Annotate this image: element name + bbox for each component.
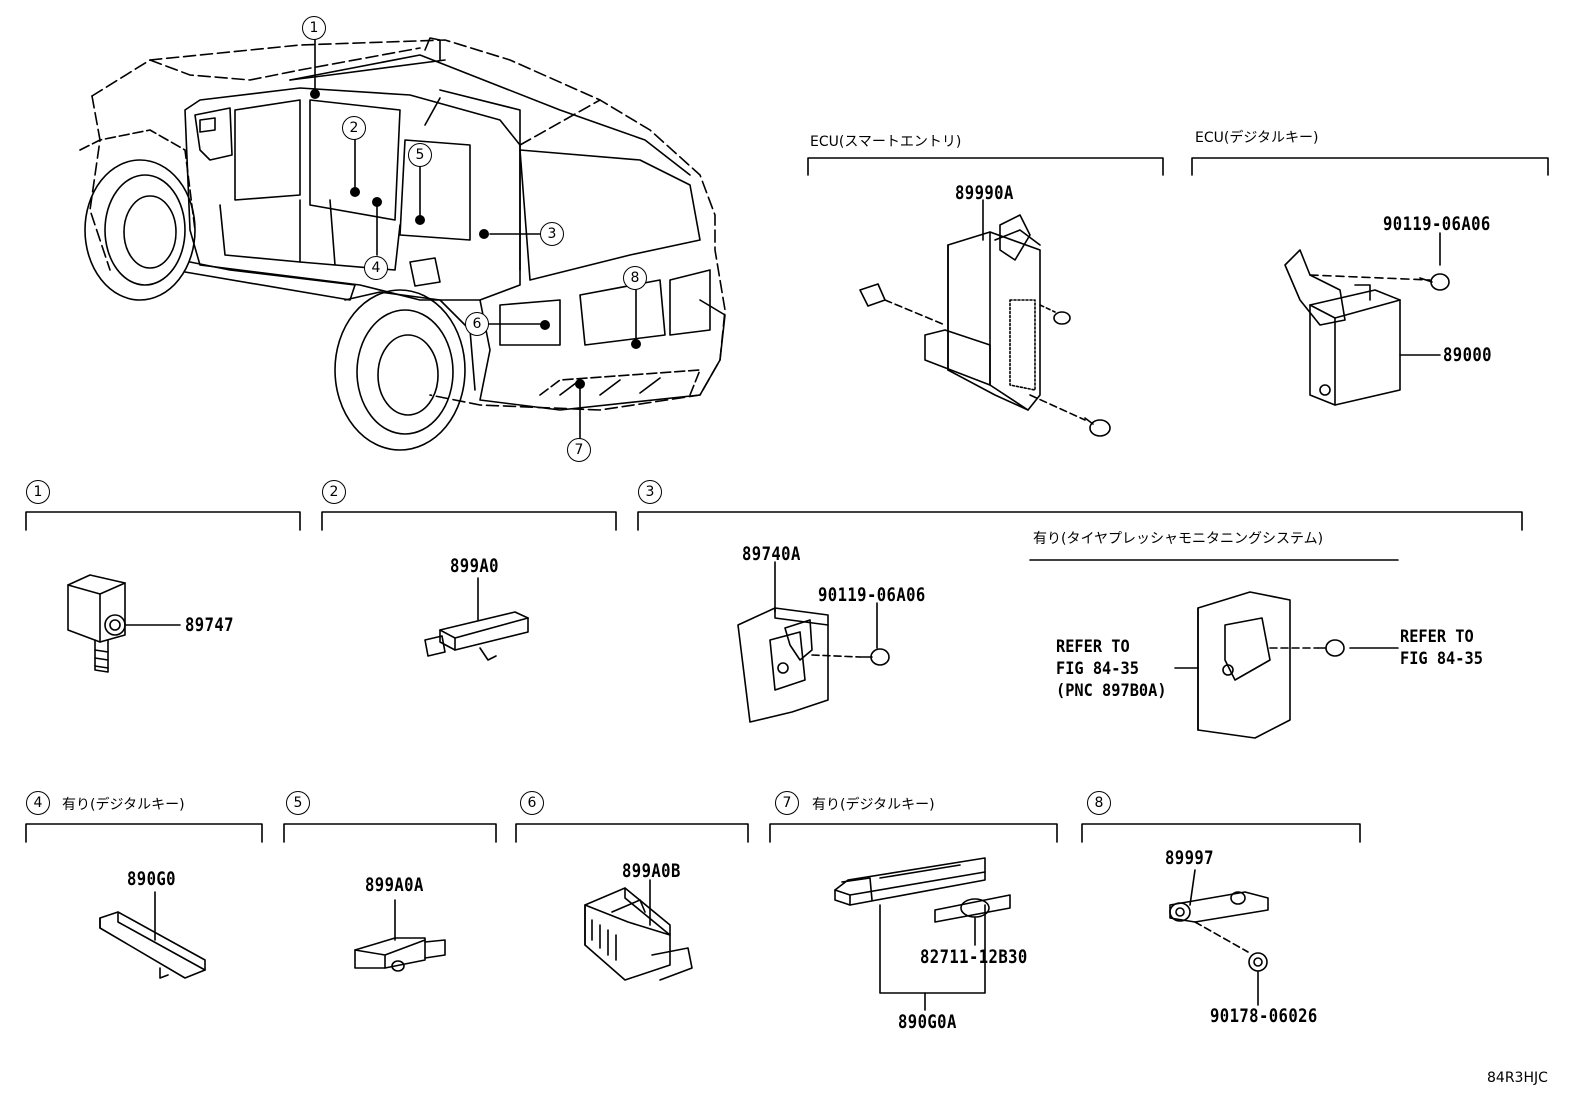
section-3-number: 3 [638, 480, 662, 504]
refer-left-line-3: (PNC 897B0A) [1056, 681, 1167, 701]
vehicle-callout-3: 3 [540, 222, 564, 246]
refer-left-line-1: REFER TO [1056, 637, 1130, 657]
nut-90178-06026-label: 90178-06026 [1210, 1005, 1318, 1027]
part-899A0B-label: 899A0B [622, 860, 681, 882]
section-4-title: 有り(デジタルキー) [62, 797, 185, 813]
section-6-number: 6 [520, 791, 544, 815]
section-4-number: 4 [26, 791, 50, 815]
section-7-number: 7 [775, 791, 799, 815]
part-89997-label: 89997 [1165, 847, 1214, 869]
refer-left-note: REFER TO FIG 84-35 (PNC 897B0A) [1056, 636, 1167, 702]
refer-right-line-2: FIG 84-35 [1400, 649, 1483, 669]
section-2-number: 2 [322, 480, 346, 504]
vehicle-callout-8: 8 [623, 266, 647, 290]
vehicle-callout-4: 4 [364, 256, 388, 280]
section-8-number: 8 [1087, 791, 1111, 815]
vehicle-callout-2: 2 [342, 116, 366, 140]
vehicle-callout-7: 7 [567, 438, 591, 462]
vehicle-callout-6: 6 [465, 312, 489, 336]
part-899A0-drawing [424, 577, 529, 661]
part-899A0-label: 899A0 [450, 555, 499, 577]
part-89747-drawing [67, 574, 181, 673]
part-82711-12B30-label: 82711-12B30 [920, 946, 1028, 968]
part-899A0A-drawing [354, 899, 446, 972]
refer-right-note: REFER TO FIG 84-35 [1400, 626, 1483, 670]
part-89997-drawing [1169, 869, 1269, 1006]
tpms-receiver-drawing [1174, 591, 1399, 739]
section-5-number: 5 [286, 791, 310, 815]
part-890G0-label: 890G0 [127, 868, 176, 890]
vehicle-illustration [79, 37, 726, 451]
part-890G0A-label: 890G0A [898, 1011, 957, 1033]
section-1-number: 1 [26, 480, 50, 504]
ecu-digital-key-bracket-line [1191, 157, 1549, 356]
section-7-title: 有り(デジタルキー) [812, 797, 935, 813]
part-890G0-drawing [99, 891, 206, 979]
part-89740A-label: 89740A [742, 543, 801, 565]
part-89747-label: 89747 [185, 614, 234, 636]
vehicle-callout-5: 5 [408, 143, 432, 167]
part-89000-label: 89000 [1443, 344, 1492, 366]
ecu-smart-entry-title: ECU(スマートエントリ) [810, 134, 962, 150]
diagram-code: 84R3HJC [1487, 1070, 1548, 1086]
ecu-digital-key-title: ECU(デジタルキー) [1195, 130, 1319, 146]
bolt-90119-06A06-label: 90119-06A06 [818, 584, 926, 606]
refer-right-line-1: REFER TO [1400, 627, 1474, 647]
refer-left-line-2: FIG 84-35 [1056, 659, 1139, 679]
tpms-option-title: 有り(タイヤプレッシャモニタニングシステム) [1033, 531, 1324, 547]
vehicle-sensor-dots [310, 89, 641, 389]
vehicle-callout-1: 1 [302, 16, 326, 40]
part-89740A-drawing [737, 561, 890, 723]
part-890G0A-drawing [834, 857, 1011, 1011]
ecu-smart-entry-drawing [859, 214, 1111, 437]
section-brackets [25, 511, 1523, 843]
part-899A0B-drawing [584, 879, 693, 981]
bolt-90119-06A06-ecu-label: 90119-06A06 [1383, 213, 1491, 235]
part-89990A-label: 89990A [955, 182, 1014, 204]
ecu-digital-key-drawing [1284, 249, 1450, 406]
part-899A0A-label: 899A0A [365, 874, 424, 896]
